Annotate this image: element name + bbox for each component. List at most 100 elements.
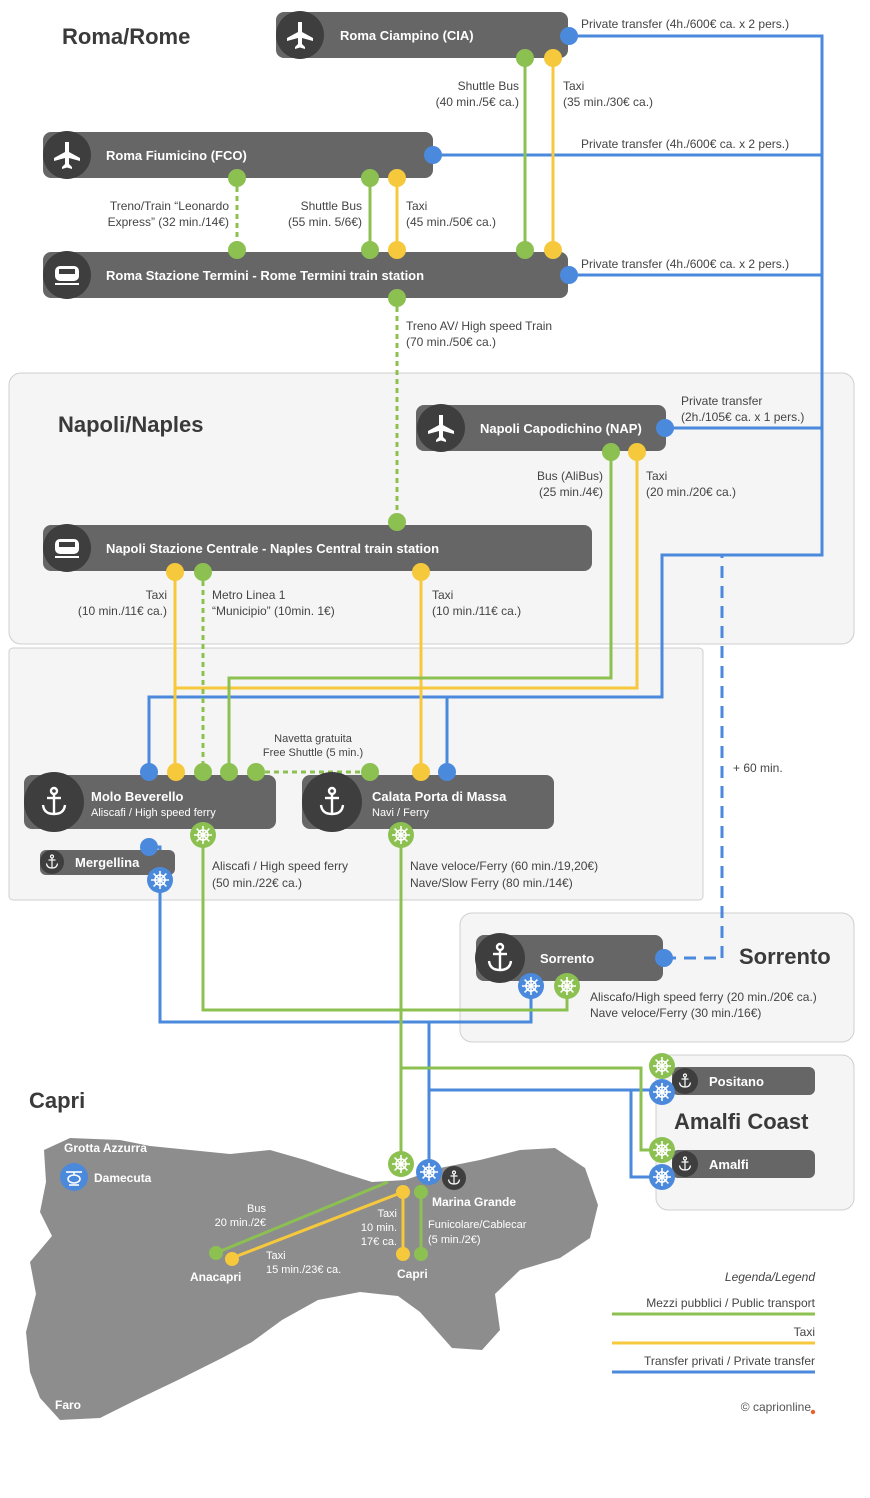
station-ciampino[interactable]: Roma Ciampino (CIA) [276, 11, 568, 59]
amalfi-label: Amalfi [709, 1157, 749, 1172]
termini-transfer-label: Private transfer (4h./600€ ca. x 2 pers.… [581, 257, 789, 271]
fco-taxi-label-2: (45 min./50€ ca.) [406, 215, 496, 229]
cia-taxi-label-1: Taxi [563, 79, 584, 93]
funi-label-2: (5 min./2€) [428, 1234, 481, 1246]
anacapri-label: Anacapri [190, 1270, 241, 1284]
station-porta-di-massa[interactable]: Calata Porta di Massa Navi / Ferry [302, 772, 554, 832]
station-napoli-centrale[interactable]: Napoli Stazione Centrale - Naples Centra… [43, 524, 592, 572]
positano-label: Positano [709, 1074, 764, 1089]
fco-taxi-label-1: Taxi [406, 199, 427, 213]
nap-bus-label-2: (25 min./4€) [539, 485, 603, 499]
fco-transfer-label: Private transfer (4h./600€ ca. x 2 pers.… [581, 137, 789, 151]
station-sorrento[interactable]: Sorrento [475, 933, 663, 983]
taxi-cap-label-1: Taxi [377, 1208, 397, 1220]
napoli-centrale-label: Napoli Stazione Centrale - Naples Centra… [106, 541, 439, 556]
ship-wheel-icon [147, 867, 173, 893]
fco-bus-label-2: (55 min. 5/6€) [288, 215, 362, 229]
ship-wheel-icon [518, 973, 544, 999]
nc-taxi-left-label-2: (10 min./11€ ca.) [78, 604, 167, 618]
sorrento-label: Sorrento [540, 951, 594, 966]
capri-bus-label-2: 20 min./2€ [215, 1217, 266, 1229]
station-capodichino[interactable]: Napoli Capodichino (NAP) [416, 404, 666, 452]
capri-labels: Grotta Azzurra Damecuta Marina Grande An… [55, 1141, 527, 1412]
ship-wheel-icon [388, 822, 414, 848]
route-labels: Private transfer (4h./600€ ca. x 2 pers.… [78, 17, 817, 1020]
region-capri: Capri [29, 1088, 85, 1113]
region-sorrento: Sorrento [739, 944, 831, 969]
region-rome: Roma/Rome [62, 24, 190, 49]
fco-bus-label-1: Shuttle Bus [301, 199, 362, 213]
legend: Legenda/Legend Mezzi pubblici / Public t… [612, 1270, 816, 1415]
funi-label-1: Funicolare/Cablecar [428, 1219, 527, 1231]
ship-wheel-icon [190, 822, 216, 848]
capodichino-label: Napoli Capodichino (NAP) [480, 421, 642, 436]
capri-bus-label-1: Bus [247, 1203, 266, 1215]
station-amalfi[interactable]: Amalfi [672, 1150, 815, 1178]
nc-taxi-right-label-1: Taxi [432, 588, 453, 602]
capri-town-label: Capri [397, 1267, 428, 1281]
ship-wheel-icon [416, 1159, 442, 1185]
massa-label: Calata Porta di Massa [372, 789, 507, 804]
marina-grande-label: Marina Grande [432, 1195, 516, 1209]
sorr-ferry-label-1: Aliscafo/High speed ferry (20 min./20€ c… [590, 990, 817, 1004]
legend-public-label: Mezzi pubblici / Public transport [646, 1296, 815, 1310]
beverello-sub: Aliscafi / High speed ferry [91, 807, 216, 819]
connector-dots [140, 27, 674, 1266]
nap-bus-label-1: Bus (AliBus) [537, 469, 603, 483]
shuttle-label-1: Navetta gratuita [274, 733, 353, 745]
termini-label: Roma Stazione Termini - Rome Termini tra… [106, 268, 424, 283]
station-positano[interactable]: Positano [672, 1067, 815, 1095]
taxi-ana-label-2: 15 min./23€ ca. [266, 1264, 341, 1276]
cia-taxi-label-2: (35 min./30€ ca.) [563, 95, 653, 109]
region-naples: Napoli/Naples [58, 412, 203, 437]
sixty-min-label: + 60 min. [733, 761, 783, 775]
legend-title: Legenda/Legend [725, 1270, 815, 1284]
cia-bus-label-1: Shuttle Bus [458, 79, 519, 93]
brand-dot [810, 1409, 816, 1415]
hs-train-label-2: (70 min./50€ ca.) [406, 335, 496, 349]
beverello-label: Molo Beverello [91, 789, 184, 804]
station-mergellina[interactable]: Mergellina [40, 850, 175, 875]
hs-train-label-1: Treno AV/ High speed Train [406, 319, 552, 333]
taxi-cap-label-3: 17€ ca. [361, 1236, 397, 1248]
capri-island-map [26, 1138, 598, 1420]
nc-taxi-right-label-2: (10 min./11€ ca.) [432, 604, 521, 618]
faro-label: Faro [55, 1398, 81, 1412]
taxi-cap-label-2: 10 min. [361, 1222, 397, 1234]
grotta-azzurra-label: Grotta Azzurra [64, 1141, 147, 1155]
station-fiumicino[interactable]: Roma Fiumicino (FCO) [43, 131, 433, 179]
ship-wheel-icon [388, 1151, 414, 1177]
nap-transfer-label-1: Private transfer [681, 394, 762, 408]
dotted-lines [201, 178, 399, 774]
ship-wheel-icon [649, 1053, 675, 1079]
nap-taxi-label-2: (20 min./20€ ca.) [646, 485, 736, 499]
mergellina-label: Mergellina [75, 855, 140, 870]
damecuta-label: Damecuta [94, 1171, 152, 1185]
ship-wheel-icon [649, 1079, 675, 1105]
sorr-ferry-label-2: Nave veloce/Ferry (30 min./16€) [590, 1006, 761, 1020]
massa-ferry-label-1: Nave veloce/Ferry (60 min./19,20€) [410, 859, 598, 873]
nap-taxi-label-1: Taxi [646, 469, 667, 483]
station-beverello[interactable]: Molo Beverello Aliscafi / High speed fer… [24, 772, 276, 832]
ship-wheel-icon [649, 1164, 675, 1190]
bev-ferry-label-2: (50 min./22€ ca.) [212, 876, 302, 890]
nc-taxi-left-label-1: Taxi [146, 588, 167, 602]
massa-ferry-label-2: Nave/Slow Ferry (80 min./14€) [410, 876, 573, 890]
ship-wheel-badges [60, 822, 675, 1191]
cia-transfer-label: Private transfer (4h./600€ ca. x 2 pers.… [581, 17, 789, 31]
station-termini[interactable]: Roma Stazione Termini - Rome Termini tra… [43, 251, 568, 299]
metro-label-1: Metro Linea 1 [212, 588, 286, 602]
shuttle-label-2: Free Shuttle (5 min.) [263, 747, 363, 759]
helicopter-icon [60, 1163, 88, 1191]
taxi-ana-label-1: Taxi [266, 1250, 286, 1262]
ship-wheel-icon [649, 1137, 675, 1163]
ciampino-label: Roma Ciampino (CIA) [340, 28, 474, 43]
metro-label-2: “Municipio” (10min. 1€) [212, 604, 335, 618]
brand-logo: © caprionline [741, 1400, 812, 1414]
massa-sub: Navi / Ferry [372, 807, 429, 819]
nap-transfer-label-2: (2h./105€ ca. x 1 pers.) [681, 410, 804, 424]
legend-taxi-label: Taxi [794, 1325, 815, 1339]
anchor-icon [442, 1166, 466, 1190]
legend-private-label: Transfer privati / Private transfer [644, 1354, 815, 1368]
